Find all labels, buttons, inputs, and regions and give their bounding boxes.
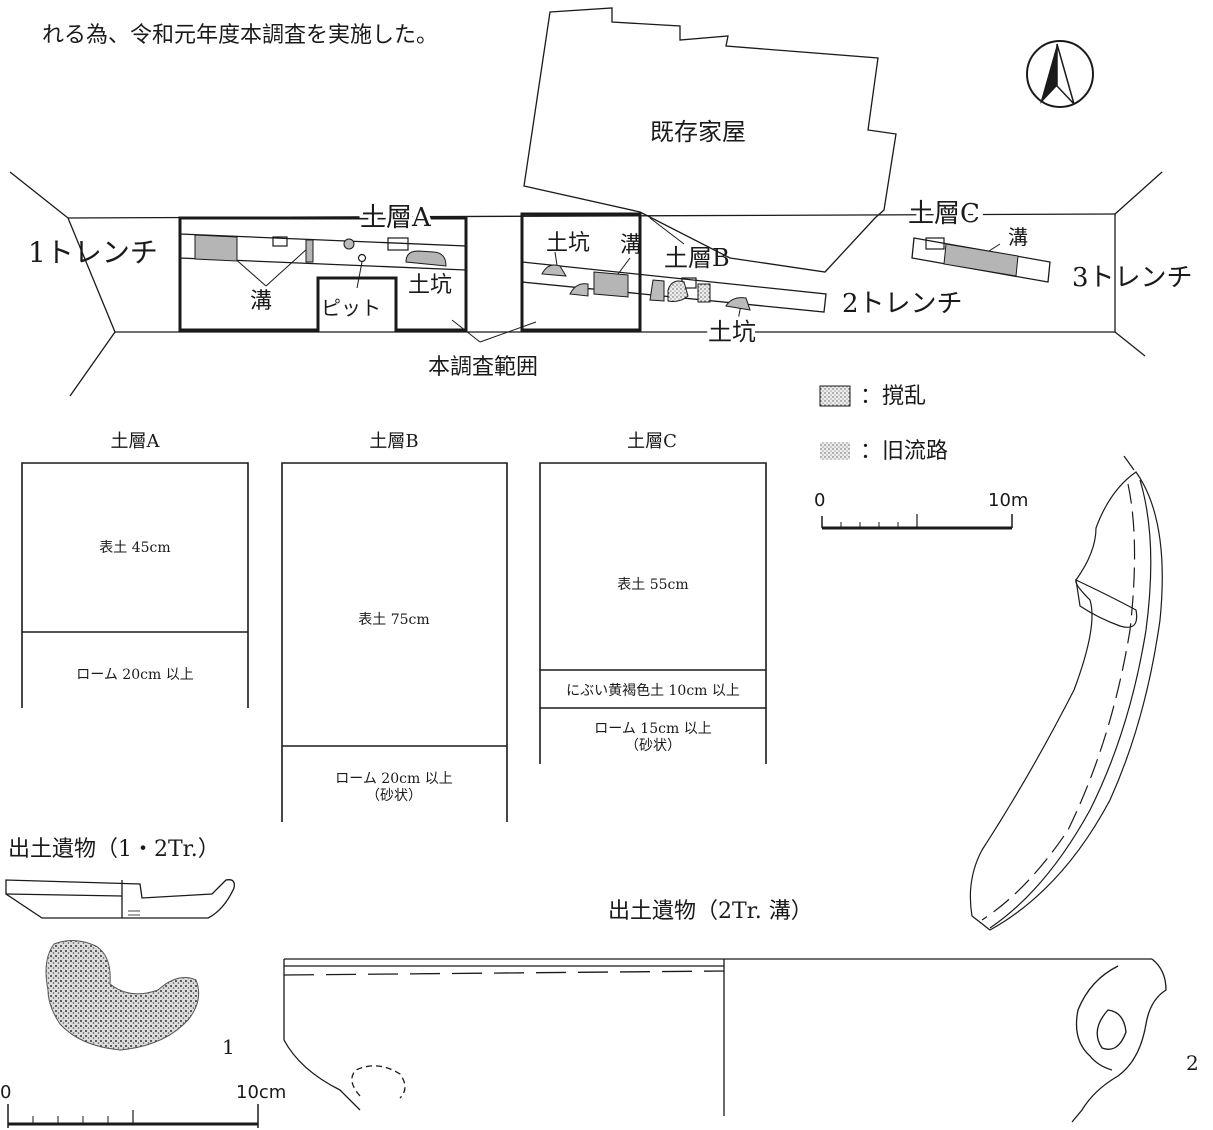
artifact-scale-bar: [7, 1104, 259, 1128]
old-channel-swatch: [820, 442, 850, 460]
section-b-label: 土層B: [664, 244, 730, 272]
artifact-scale-zero: 0: [0, 1082, 11, 1103]
section-a-label: 土層A: [360, 203, 432, 233]
survey-area-label: 本調査範囲: [428, 355, 538, 380]
soil-column-a: 土層A 表土 45cm ローム 20cm 以上: [21, 431, 249, 708]
old-channel-fill-1: [697, 283, 711, 303]
artifacts-1-2tr-title: 出土遺物（1・2Tr.）: [8, 837, 220, 862]
soil-layer-label: 表土 45cm: [99, 540, 170, 556]
soil-column-c: 土層C 表土 55cm にぶい黄褐色土 10cm 以上 ローム 15cm 以上 …: [539, 431, 767, 764]
legend: ：撹乱 ：旧流路: [819, 384, 948, 464]
artifact-3-fragment: [969, 455, 1163, 931]
ditch-fill-4: [943, 243, 1019, 277]
soil-layer-label: ローム 20cm 以上: [76, 667, 193, 683]
disturbance-fill-1: [667, 280, 689, 302]
intro-text: れる為、令和元年度本調査を実施した。: [42, 23, 438, 48]
map-scale-zero: 0: [814, 490, 825, 511]
existing-house-label: 既存家屋: [650, 118, 746, 146]
pit-feature-label-1: 土坑: [408, 273, 452, 298]
plan-features: [194, 234, 1019, 311]
soil-layer-label: ローム 15cm 以上: [594, 721, 711, 737]
artifact-2-vessel: [283, 958, 1167, 1123]
soil-layer-note: （砂状）: [366, 788, 422, 804]
existing-house-outline: [523, 7, 897, 273]
pit-fill-3: [569, 283, 589, 297]
artifact-1-profile: [5, 879, 235, 919]
soil-column-b: 土層B 表土 75cm ローム 20cm 以上 （砂状）: [281, 431, 508, 822]
artifact-2-number: 2: [1186, 1051, 1199, 1075]
ditch-fill-3: [593, 271, 629, 298]
ditch-label-1: 溝: [250, 289, 272, 314]
pit-fill-1: [405, 250, 447, 267]
disturbance-swatch: [819, 385, 851, 407]
soil-column-title: 土層A: [111, 431, 161, 452]
soil-layer-label: 表土 75cm: [358, 612, 429, 628]
soil-layer-label: 表土 55cm: [617, 577, 688, 593]
pit-label: ピット: [321, 296, 381, 320]
legend-old-channel: ：旧流路: [860, 439, 948, 464]
soil-layer-note: （砂状）: [625, 738, 681, 754]
disturbance-mark-1: [343, 238, 355, 250]
artifacts-2tr-ditch-title: 出土遺物（2Tr. 溝）: [608, 899, 813, 924]
site-plan: [9, 7, 1163, 397]
ditch-label-2: 溝: [620, 233, 642, 258]
map-scale-max: 10m: [988, 490, 1028, 511]
soil-layer-label: にぶい黄褐色土 10cm 以上: [566, 682, 740, 699]
artifact-1-number: 1: [222, 1035, 235, 1059]
trench2-label: 2トレンチ: [842, 289, 963, 319]
ditch-label-3: 溝: [1008, 225, 1028, 249]
pit-fill-5: [725, 297, 751, 311]
soil-layer-label: ローム 20cm 以上: [335, 771, 452, 787]
legend-disturbance: ：撹乱: [860, 384, 926, 409]
artifact-1-rubbing: [45, 940, 200, 1051]
pit-fill-4: [649, 279, 665, 302]
soil-column-title: 土層B: [369, 431, 418, 452]
section-c-label: 土層C: [908, 199, 980, 229]
pit-feature-label-2: 土坑: [546, 231, 590, 256]
ditch-fill-2: [305, 239, 314, 263]
map-scale-bar: [821, 514, 1013, 530]
ditch-fill-1: [194, 234, 238, 262]
trench3-label: 3トレンチ: [1072, 263, 1193, 293]
pit-fill-2: [541, 264, 567, 277]
artifact-scale-max: 10cm: [236, 1082, 286, 1103]
trench1-label: 1トレンチ: [28, 236, 158, 269]
soil-column-title: 土層C: [627, 431, 677, 452]
north-arrow-icon: [1026, 40, 1094, 108]
pit-feature-label-3: 土坑: [708, 318, 756, 346]
